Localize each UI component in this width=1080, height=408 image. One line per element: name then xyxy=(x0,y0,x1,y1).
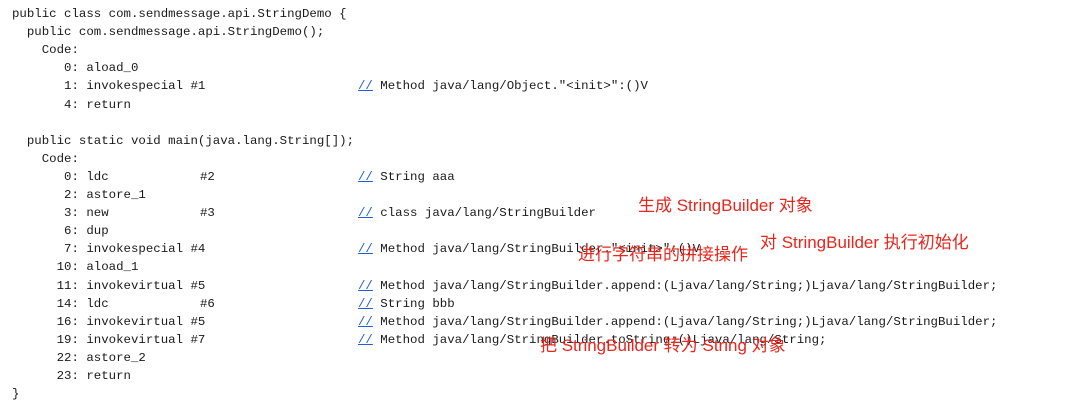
code-text: 22: astore_2 xyxy=(12,350,146,365)
comment-text: Method java/lang/Object."<init>":()V xyxy=(372,79,648,94)
annotation-to-string: 把 StringBuilder 转为 String 对象 xyxy=(540,336,786,355)
code-text: 11: invokevirtual #5 xyxy=(12,278,206,293)
comment-marker: // xyxy=(358,314,373,329)
code-arg: #3 xyxy=(200,206,215,221)
comment-text: Method java/lang/StringBuilder.append:(L… xyxy=(372,278,998,293)
code-text: public static void main(java.lang.String… xyxy=(12,133,355,148)
code-text: 3: new xyxy=(12,206,109,221)
comment-marker: // xyxy=(358,278,373,293)
code-text: Code: xyxy=(12,43,79,58)
comment-text: Method java/lang/StringBuilder.append:(L… xyxy=(372,314,998,329)
code-comment: // String aaa xyxy=(358,168,455,186)
code-text: 4: return xyxy=(12,97,131,112)
code-text: 19: invokevirtual #7 xyxy=(12,332,206,347)
code-comment: // Method java/lang/StringBuilder.append… xyxy=(358,277,997,295)
code-comment: // Method java/lang/Object."<init>":()V xyxy=(358,77,648,95)
code-arg: #2 xyxy=(200,169,215,184)
code-arg: #6 xyxy=(200,296,215,311)
code-comment: // Method java/lang/StringBuilder.toStri… xyxy=(358,331,826,349)
code-comment: // class java/lang/StringBuilder xyxy=(358,204,596,222)
code-comment: // String bbb xyxy=(358,295,455,313)
comment-text: Method java/lang/StringBuilder."<init>":… xyxy=(372,242,701,257)
code-text: 16: invokevirtual #5 xyxy=(12,314,206,329)
code-text: 7: invokespecial #4 xyxy=(12,242,206,257)
comment-marker: // xyxy=(358,242,373,257)
code-text: } xyxy=(12,387,20,402)
code-text: Code: xyxy=(12,151,79,166)
comment-marker: // xyxy=(358,296,373,311)
code-text: public class com.sendmessage.api.StringD… xyxy=(12,7,347,21)
annotation-concat: 进行字符串的拼接操作 xyxy=(578,245,748,264)
code-text: 14: ldc xyxy=(12,296,109,311)
code-text: 10: aload_1 xyxy=(12,260,139,275)
comment-text: String aaa xyxy=(372,169,455,184)
code-text: 23: return xyxy=(12,369,131,383)
comment-text: class java/lang/StringBuilder xyxy=(372,206,596,221)
code-text: 1: invokespecial #1 xyxy=(12,79,206,94)
comment-marker: // xyxy=(358,206,373,221)
annotation-init-builder: 对 StringBuilder 执行初始化 xyxy=(760,233,969,252)
annotation-create-builder: 生成 StringBuilder 对象 xyxy=(638,196,813,215)
comment-text: String bbb xyxy=(372,296,455,311)
code-text: 2: astore_1 xyxy=(12,188,146,202)
code-text: 0: ldc xyxy=(12,169,109,184)
code-comment: // Method java/lang/StringBuilder.append… xyxy=(358,313,997,331)
code-comment: // Method java/lang/StringBuilder."<init… xyxy=(358,240,700,258)
code-text: 0: aload_0 xyxy=(12,61,139,76)
comment-text: Method java/lang/StringBuilder.toString:… xyxy=(372,332,827,347)
comment-marker: // xyxy=(358,169,373,184)
code-text: 6: dup xyxy=(12,224,109,239)
code-text: public com.sendmessage.api.StringDemo(); xyxy=(12,25,325,40)
comment-marker: // xyxy=(358,332,373,347)
comment-marker: // xyxy=(358,79,373,94)
